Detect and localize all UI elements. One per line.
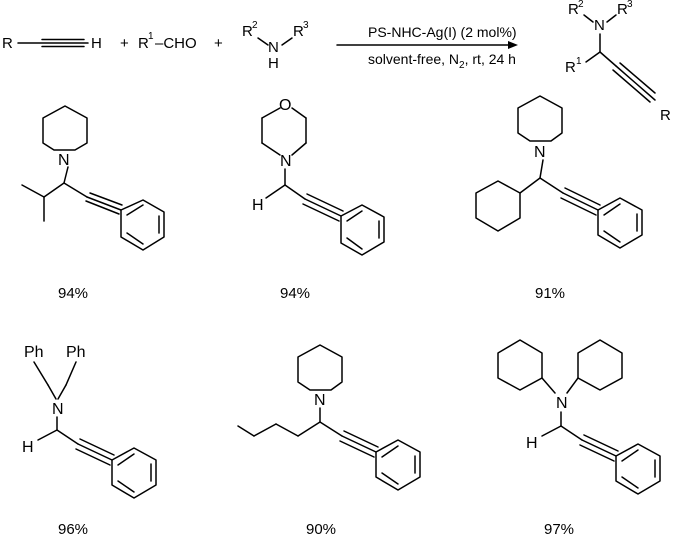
amine-n-label: N <box>268 39 279 56</box>
amine-r3-label: R <box>293 23 304 40</box>
nitrogen-atom: N <box>534 144 546 161</box>
hydrogen-atom: H <box>22 439 34 456</box>
nitrogen-atom: N <box>52 401 64 418</box>
alkyne-r-label: R <box>2 35 13 52</box>
amine-h-label: H <box>268 55 279 72</box>
nitrogen-atom: N <box>280 153 292 170</box>
compound-piperidine-cyclohexyl: N 91% <box>475 95 643 302</box>
product-r1-label: R <box>565 59 576 76</box>
yield-label: 90% <box>306 521 336 538</box>
reactant-amine: R 2 N H R 3 <box>242 20 309 72</box>
conditions-catalyst: PS-NHC-Ag(I) (2 mol%) <box>368 24 517 40</box>
nitrogen-atom: N <box>314 392 326 409</box>
product-n-label: N <box>594 17 605 34</box>
plus-sign-1: + <box>120 35 129 52</box>
compound-piperidine-isopropyl: N 94% <box>21 105 165 302</box>
amine-r3-superscript: 3 <box>303 20 309 31</box>
compound-dibenzylamine-h: Ph Ph N H 96% <box>22 344 157 538</box>
product-r1-superscript: 1 <box>576 56 582 67</box>
compound-dicyclohexylamine-h: N H 97% <box>497 339 661 538</box>
product-r3-label: R <box>617 1 628 18</box>
hydrogen-atom: H <box>252 197 264 214</box>
nitrogen-atom: N <box>58 152 70 169</box>
phenyl-label-1: Ph <box>24 344 44 361</box>
amine-r2-superscript: 2 <box>252 20 258 31</box>
yield-label: 94% <box>58 285 88 302</box>
yield-label: 97% <box>544 521 574 538</box>
product-r2-superscript: 2 <box>578 0 584 10</box>
yield-label: 96% <box>58 521 88 538</box>
product-r3-superscript: 3 <box>627 0 633 10</box>
reaction-equation: R H + R 1 –CHO + R 2 N H R 3 <box>2 0 671 124</box>
amine-r2-label: R <box>242 23 253 40</box>
hydrogen-atom: H <box>526 435 538 452</box>
nitrogen-atom: N <box>556 395 568 412</box>
yield-label: 91% <box>535 285 565 302</box>
reaction-arrow: PS-NHC-Ag(I) (2 mol%) solvent-free, N2, … <box>336 24 518 71</box>
plus-sign-2: + <box>214 35 223 52</box>
compound-morpholine-h: O N H 94% <box>252 97 385 302</box>
product-r-label: R <box>660 107 671 124</box>
alkyne-h-label: H <box>91 35 102 52</box>
phenyl-label-2: Ph <box>66 344 86 361</box>
reactant-alkyne: R H <box>2 35 102 52</box>
aldehyde-cho-label: –CHO <box>155 35 197 52</box>
yield-label: 94% <box>280 285 310 302</box>
conditions-solvent-atmosphere: solvent-free, N2, rt, 24 h <box>368 51 516 71</box>
aldehyde-r-label: R <box>138 35 149 52</box>
reactant-aldehyde: R 1 –CHO <box>138 31 197 52</box>
product-r2-label: R <box>568 1 579 18</box>
compound-piperidine-propyl: N 90% <box>237 344 421 538</box>
product-general: R 2 N R 3 R 1 R <box>565 0 671 124</box>
aldehyde-r-superscript: 1 <box>148 31 154 42</box>
oxygen-atom: O <box>279 97 291 114</box>
